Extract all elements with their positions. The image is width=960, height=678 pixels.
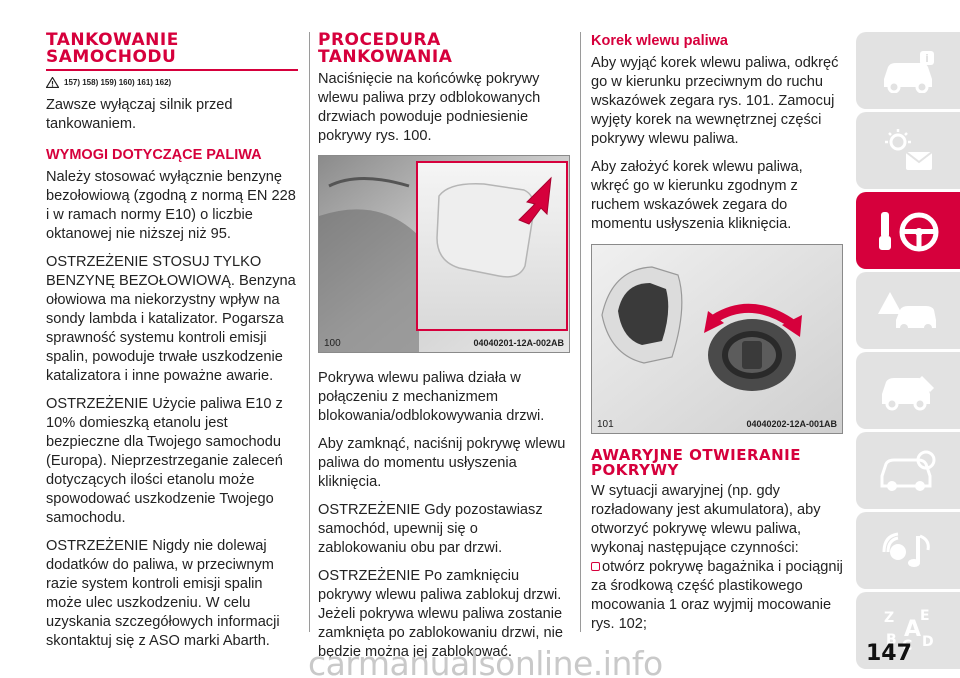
key-steering-wheel-icon [879, 211, 939, 251]
section-title-procedura: PROCEDURA TANKOWANIA [318, 32, 570, 66]
warning-refs: 157) 158) 159) 160) 161) 162) [46, 77, 298, 88]
warning-paragraph: OSTRZEŻENIE Gdy pozostawiasz samochód, u… [318, 502, 543, 556]
section-title-tankowanie: TANKOWANIE SAMOCHODU [46, 32, 298, 66]
title-line: TANKOWANIA [318, 47, 453, 67]
subheading-fuel-requirements: WYMOGI DOTYCZĄCE PALIWA [46, 147, 262, 163]
svg-text:A: A [904, 617, 921, 642]
svg-text:D: D [922, 634, 934, 650]
svg-text:Z: Z [884, 610, 894, 626]
tab-starting-driving[interactable] [856, 192, 960, 269]
paragraph: Pokrywa wlewu paliwa działa w połączeniu… [318, 370, 545, 424]
warning-triangle-icon [46, 77, 59, 88]
title-line: POKRYWY [591, 461, 679, 479]
step-1: otwórz pokrywę bagażnika i pociągnij za … [591, 558, 843, 634]
car-emergency-icon [878, 291, 936, 332]
warning-paragraph: OSTRZEŻENIE Nigdy nie dolewaj dodatków d… [46, 538, 280, 649]
warning-paragraph: OSTRZEŻENIE Po zamknięciu pokrywy wlewu … [318, 568, 563, 660]
figure-100: 100 04040201-12A-002AB [318, 155, 570, 353]
fuel-cap-illustration [592, 245, 842, 433]
tab-service[interactable] [856, 352, 960, 429]
figure-caption: 100 04040201-12A-002AB [324, 338, 564, 349]
column-3: Korek wlewu paliwa Aby wyjąć korek wlewu… [591, 32, 843, 643]
svg-text:B: B [886, 632, 897, 648]
paragraph: Aby założyć korek wlewu paliwa, wkręć go… [591, 159, 803, 232]
paragraph: Należy stosować wyłącznie benzynę bezoło… [46, 169, 296, 242]
fuel-flap-illustration [319, 156, 569, 352]
tab-car-info[interactable]: i [856, 32, 960, 109]
warning-paragraph: OSTRZEŻENIE Użycie paliwa E10 z 10% domi… [46, 396, 283, 526]
tab-warning-lights[interactable] [856, 112, 960, 189]
svg-text:i: i [925, 52, 929, 65]
multimedia-icon [882, 532, 930, 567]
figure-number: 100 [324, 338, 341, 349]
technical-data-icon [880, 450, 936, 491]
figure-code: 04040202-12A-001AB [746, 419, 837, 429]
paragraph: Aby zamknąć, naciśnij pokrywę wlewu pali… [318, 436, 566, 490]
watermark: carmanualsonline.info [308, 644, 663, 678]
svg-text:C: C [902, 638, 912, 654]
title-line: PROCEDURA [318, 30, 441, 50]
step-1-text: otwórz pokrywę bagażnika i pociągnij za … [591, 559, 843, 632]
warning-lights-icon [885, 128, 933, 170]
tab-technical-data[interactable] [856, 432, 960, 509]
car-info-icon: i [884, 50, 934, 93]
title-line: TANKOWANIE [46, 30, 179, 50]
figure-caption: 101 04040202-12A-001AB [597, 419, 837, 430]
svg-text:E: E [920, 608, 930, 624]
car-service-icon [882, 375, 934, 410]
intro-paragraph: Zawsze wyłączaj silnik przed tankowaniem… [46, 97, 233, 132]
subheading-fuel-cap: Korek wlewu paliwa [591, 33, 728, 49]
tab-emergency[interactable] [856, 272, 960, 349]
intro-paragraph: Naciśnięcie na końcówkę pokrywy wlewu pa… [318, 71, 541, 144]
column-divider [580, 32, 581, 632]
column-divider [309, 32, 310, 632]
refs-text: 157) 158) 159) 160) 161) 162) [64, 78, 172, 87]
figure-number: 101 [597, 419, 614, 430]
checkbox-bullet-icon [591, 562, 600, 571]
emergency-intro: W sytuacji awaryjnej (np. gdy rozładowan… [591, 483, 821, 556]
title-line: AWARYJNE OTWIERANIE [591, 446, 802, 464]
figure-code: 04040201-12A-002AB [473, 338, 564, 348]
chapter-tabs: i [856, 32, 960, 672]
paragraph: Aby wyjąć korek wlewu paliwa, odkręć go … [591, 55, 839, 147]
tab-multimedia[interactable] [856, 512, 960, 589]
section-title-awaryjne: AWARYJNE OTWIERANIE POKRYWY [591, 448, 843, 478]
figure-101: 101 04040202-12A-001AB [591, 244, 843, 434]
title-line: SAMOCHODU [46, 47, 177, 67]
column-2: PROCEDURA TANKOWANIA Naciśnięcie na końc… [318, 32, 570, 671]
warning-paragraph: OSTRZEŻENIE STOSUJ TYLKO BENZYNĘ BEZOŁOW… [46, 254, 296, 384]
title-underline [46, 69, 298, 71]
page-number: 147 [866, 641, 912, 666]
column-1: TANKOWANIE SAMOCHODU 157) 158) 159) 160)… [46, 32, 298, 660]
